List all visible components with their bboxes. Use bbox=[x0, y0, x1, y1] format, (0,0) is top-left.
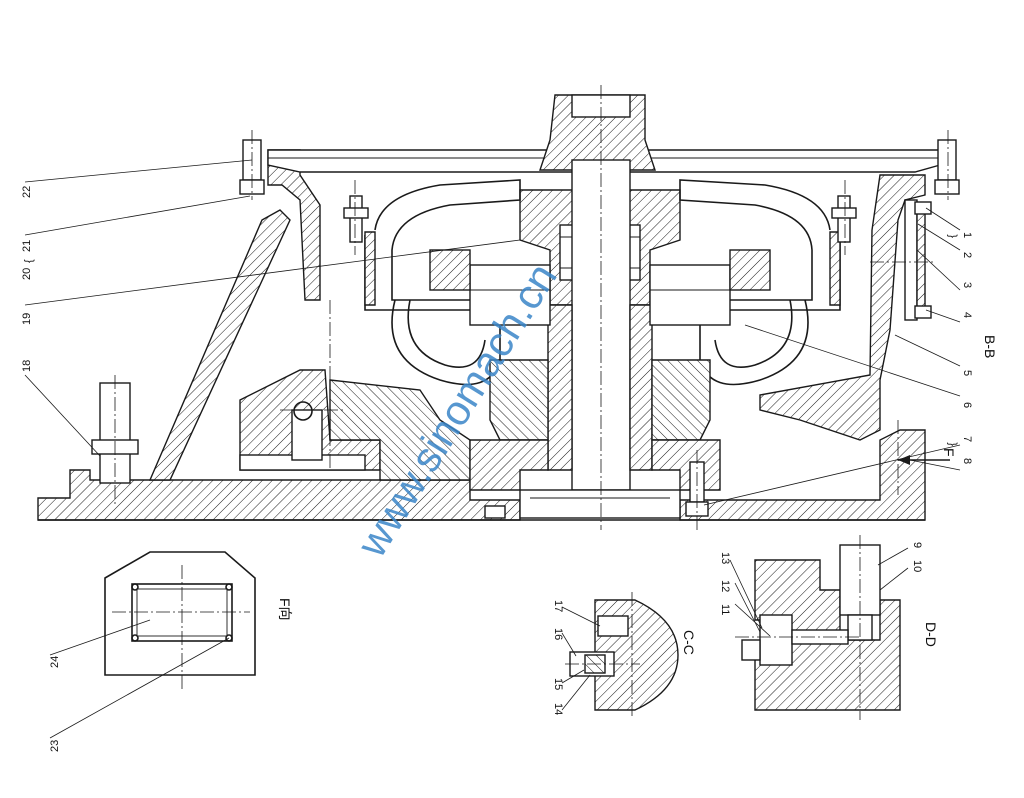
label-7: 7 bbox=[961, 436, 973, 442]
bolt-cage-left bbox=[343, 195, 369, 243]
right-housing-wall bbox=[759, 174, 926, 441]
roller-left bbox=[429, 249, 471, 291]
label-23: 23 bbox=[49, 740, 61, 752]
section-labels: B-B C-C D-D F向 F bbox=[277, 335, 998, 655]
access-cover bbox=[904, 199, 932, 321]
label-24: 24 bbox=[49, 656, 61, 668]
cage-right bbox=[679, 179, 831, 301]
section-label-cc: C-C bbox=[681, 630, 697, 655]
bolt-top-right bbox=[934, 139, 960, 195]
label-12: 12 bbox=[719, 580, 731, 592]
cage-left-frame bbox=[364, 231, 376, 306]
shaft-sleeve-right bbox=[629, 304, 653, 471]
cage-left bbox=[374, 179, 521, 301]
section-label-bb: B-B bbox=[982, 335, 998, 358]
label-19: 19 bbox=[21, 313, 33, 325]
label-15: 15 bbox=[552, 678, 564, 690]
impeller-left bbox=[469, 264, 551, 326]
main-section-view bbox=[37, 85, 960, 530]
view-label-f: F向 bbox=[277, 598, 293, 621]
label-22: 22 bbox=[21, 186, 33, 198]
label-1: 1 bbox=[961, 232, 973, 238]
label-18: 18 bbox=[21, 360, 33, 372]
label-9: 9 bbox=[911, 542, 923, 548]
part-labels: 22 21 20 { 19 18 { 1 2 3 4 5 6 { 7 8 9 1… bbox=[21, 186, 973, 752]
label-14: 14 bbox=[552, 703, 564, 715]
roller-right bbox=[729, 249, 771, 291]
shaft-sleeve bbox=[547, 304, 573, 471]
view-cc bbox=[561, 592, 679, 718]
brace-7-8: { bbox=[946, 442, 958, 446]
label-13: 13 bbox=[719, 552, 731, 564]
label-21: 21 bbox=[21, 240, 33, 252]
label-5: 5 bbox=[961, 370, 973, 376]
leader-lines bbox=[24, 159, 961, 506]
label-11: 11 bbox=[719, 604, 731, 615]
label-16: 16 bbox=[552, 628, 564, 640]
clamp-right bbox=[651, 359, 711, 441]
label-8: 8 bbox=[961, 458, 973, 464]
view-f bbox=[49, 551, 256, 739]
section-label-dd: D-D bbox=[923, 622, 939, 647]
inlet-pipe bbox=[91, 375, 139, 505]
impeller-right bbox=[649, 264, 731, 326]
bolt-bottom-left bbox=[484, 505, 506, 519]
lower-hub-left bbox=[469, 439, 549, 491]
label-6: 6 bbox=[961, 402, 973, 408]
lower-hub-right bbox=[651, 439, 721, 491]
cage-right-frame bbox=[829, 231, 841, 306]
label-2: 2 bbox=[961, 252, 973, 258]
label-17: 17 bbox=[552, 600, 564, 612]
label-20: 20 bbox=[21, 268, 33, 280]
brace-20-21: { bbox=[23, 259, 35, 263]
arrow-label-f: F bbox=[941, 448, 957, 457]
base-disc bbox=[519, 489, 681, 519]
label-4: 4 bbox=[961, 312, 973, 318]
label-10: 10 bbox=[911, 560, 923, 572]
view-dd bbox=[729, 535, 909, 720]
brace-1-2: { bbox=[946, 234, 958, 238]
left-rib bbox=[148, 209, 291, 481]
label-3: 3 bbox=[961, 282, 973, 288]
bolt-cage-right bbox=[831, 195, 857, 243]
